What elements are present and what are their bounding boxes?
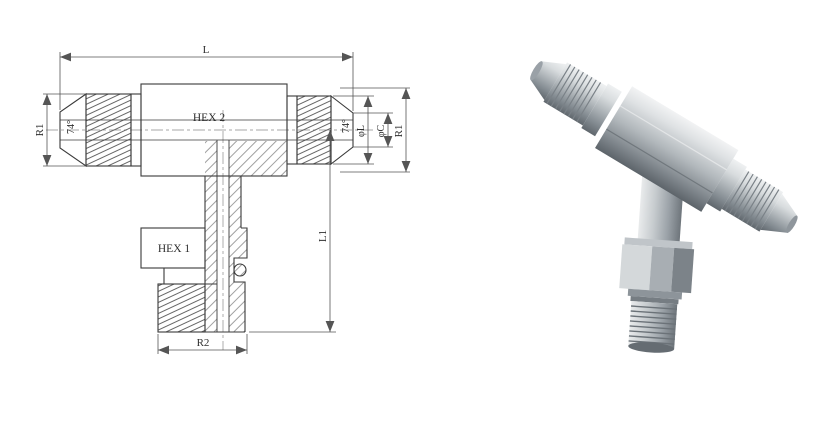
dim-label-phiL: φL bbox=[356, 125, 367, 137]
hex-nut-face-left bbox=[619, 244, 653, 291]
angle-label-right: 74° bbox=[341, 119, 352, 133]
left-tip-face bbox=[530, 61, 543, 81]
right-collar-3d bbox=[706, 158, 747, 212]
right-thread-ribs bbox=[724, 171, 780, 230]
right-thread-cylinder bbox=[721, 169, 784, 232]
right-tip-face bbox=[786, 215, 798, 233]
right-thread bbox=[296, 95, 332, 165]
right-cone-tip bbox=[760, 193, 798, 233]
hatch-neck-right bbox=[229, 176, 241, 228]
stud-thread bbox=[157, 283, 206, 333]
left-thread bbox=[85, 93, 132, 167]
hatch-stud-right bbox=[229, 282, 245, 332]
hatch-body-left bbox=[205, 141, 217, 176]
right-branch-profile bbox=[233, 227, 248, 332]
label-hex2: HEX 2 bbox=[193, 112, 226, 124]
hex2-body bbox=[140, 83, 288, 177]
hex1-nut bbox=[140, 227, 206, 269]
left-collar-3d bbox=[581, 83, 622, 137]
washer bbox=[627, 288, 683, 300]
hex-nut-face-mid bbox=[649, 246, 675, 292]
drawing-labels: L R1 74° HEX 2 74° φL φC R1 L1 HEX 1 R2 bbox=[34, 44, 405, 349]
hex-nut-top-chamfer bbox=[624, 237, 693, 250]
dimension-lines bbox=[42, 52, 411, 355]
angle-label-left: 74° bbox=[66, 120, 77, 134]
center-hex-edge-top bbox=[619, 105, 727, 171]
stud-end-face bbox=[628, 342, 675, 353]
o-ring-section bbox=[233, 263, 247, 277]
hatch-gland-wall bbox=[229, 258, 234, 282]
left-thread-ribs bbox=[546, 64, 602, 123]
dim-label-L: L bbox=[203, 44, 210, 56]
label-hex1: HEX 1 bbox=[158, 243, 191, 255]
center-hex-edge-bottom bbox=[606, 128, 713, 194]
dim-label-R1-left: R1 bbox=[34, 124, 46, 137]
dim-label-R2: R2 bbox=[197, 337, 210, 349]
hatch-boss-right bbox=[229, 228, 247, 258]
left-thread-cylinder bbox=[543, 62, 607, 126]
section-hatching bbox=[205, 141, 287, 332]
stud-thread-ribs bbox=[628, 305, 677, 345]
render-3d bbox=[530, 61, 798, 353]
dim-label-L1: L1 bbox=[317, 230, 329, 242]
technical-drawing: L R1 74° HEX 2 74° φL φC R1 L1 HEX 1 R2 bbox=[34, 44, 411, 355]
hatch-body-right bbox=[229, 141, 287, 176]
run-assembly bbox=[530, 61, 798, 233]
hex-nut-face-right bbox=[671, 247, 695, 294]
dim-label-phiC: φC bbox=[376, 124, 387, 137]
o-ring bbox=[630, 295, 679, 305]
branch-assembly bbox=[619, 168, 695, 353]
center-hex-body bbox=[595, 86, 739, 212]
part-outline bbox=[59, 83, 354, 333]
left-flare-cone bbox=[59, 92, 87, 168]
hatch-core-left bbox=[205, 176, 217, 332]
dim-label-R1-right: R1 bbox=[393, 125, 405, 138]
